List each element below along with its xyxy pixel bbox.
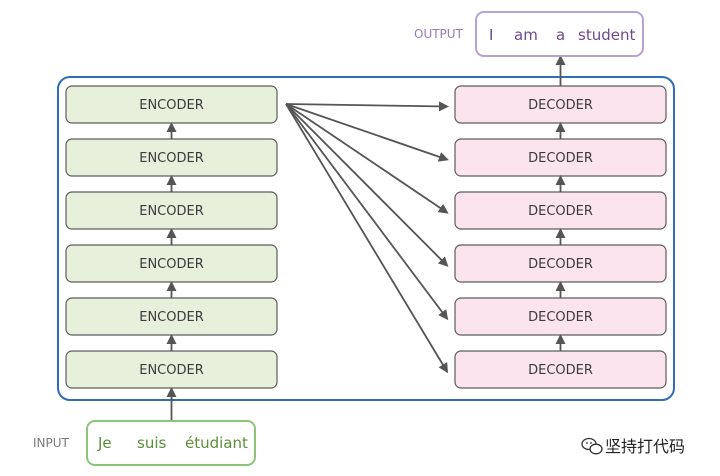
decoder-label: DECODER xyxy=(528,310,593,325)
encoder-label: ENCODER xyxy=(139,151,204,166)
encoder-to-decoder-arrow xyxy=(285,103,449,162)
input-token: Je xyxy=(97,434,112,452)
encoder-label: ENCODER xyxy=(139,310,204,325)
output-token: student xyxy=(578,26,635,44)
encoder-label: ENCODER xyxy=(139,98,204,113)
encoder-to-decoder-arrow xyxy=(285,103,449,214)
decoder-label: DECODER xyxy=(528,257,593,272)
decoder-label: DECODER xyxy=(528,363,593,378)
output-side-label: OUTPUT xyxy=(414,27,464,41)
encoder-to-decoder-arrow xyxy=(285,101,449,112)
output-token: I xyxy=(489,26,493,44)
encoder-to-decoder-arrow xyxy=(285,103,449,374)
input-token: étudiant xyxy=(185,434,248,452)
encoder-label: ENCODER xyxy=(139,204,204,219)
decoder-label: DECODER xyxy=(528,98,593,113)
input-side-label: INPUT xyxy=(33,436,70,450)
encoder-decoder-stack-frame xyxy=(57,76,675,401)
input-token: suis xyxy=(137,434,166,452)
input-box xyxy=(86,420,256,466)
decoder-label: DECODER xyxy=(528,151,593,166)
encoder-label: ENCODER xyxy=(139,363,204,378)
wechat-logo-icon xyxy=(581,437,603,455)
output-token: a xyxy=(556,26,565,44)
decoder-stack: DECODER DECODER DECODER DECODER DECODER DECOD… xyxy=(454,85,667,389)
encoder-label: ENCODER xyxy=(139,257,204,272)
encoder-to-decoder-arrow xyxy=(285,103,449,321)
decoder-label: DECODER xyxy=(528,204,593,219)
output-box xyxy=(475,11,644,57)
connection-arrows xyxy=(166,55,566,421)
output-token: am xyxy=(514,26,538,44)
watermark: 坚持打代码 xyxy=(581,437,685,456)
encoder-to-decoder-arrow xyxy=(285,103,449,267)
watermark-text: 坚持打代码 xyxy=(605,437,685,456)
